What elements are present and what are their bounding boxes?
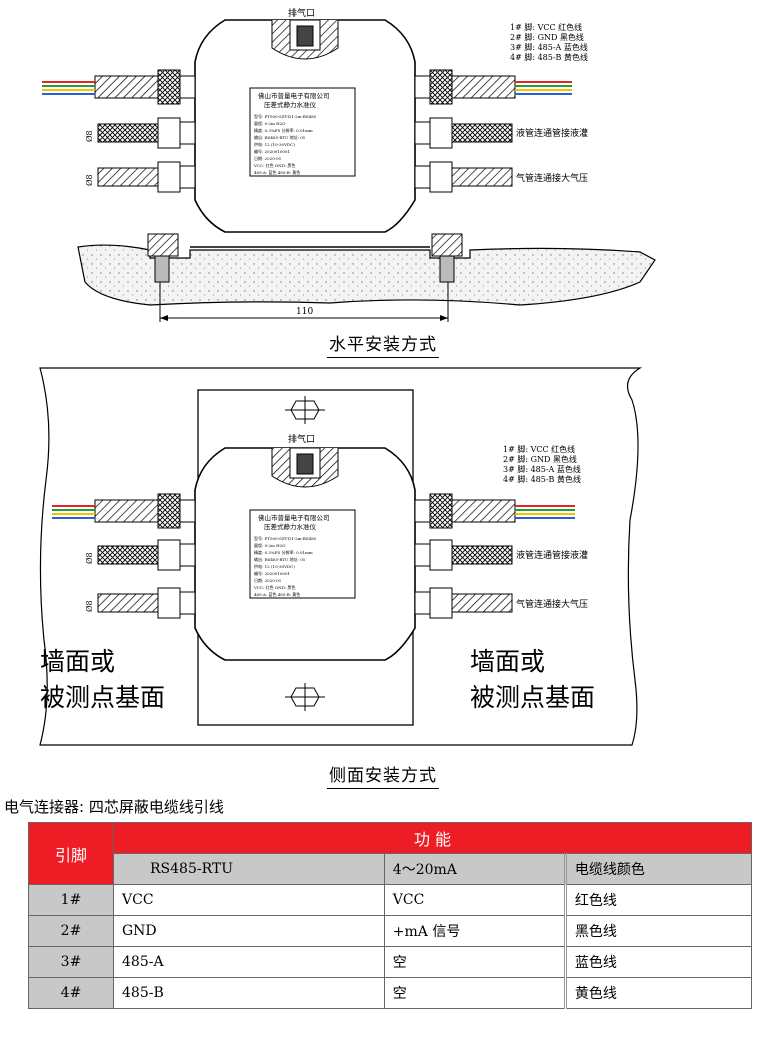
subheader-ma: 4～20mA [383, 853, 566, 885]
header-pin: 引脚 [28, 822, 114, 885]
svg-text:压差式静力水准仪: 压差式静力水准仪 [264, 100, 317, 109]
pipe-diameter-1: Ø8 [85, 130, 94, 142]
pipe-diameter-side-1: Ø8 [85, 552, 94, 564]
svg-text:精度: 0.3%FS 分辨率: 0.01mm: 精度: 0.3%FS 分辨率: 0.01mm [254, 549, 313, 555]
svg-text:输出: RS485-RTU 地址: 01: 输出: RS485-RTU 地址: 01 [254, 556, 305, 562]
ma-cell: +mA 信号 [383, 915, 566, 947]
pin-note-side-2: 2# 脚: GND 黑色线 [503, 454, 577, 464]
side-install-view: 排气口 佛山市普量电子有限公司 压差式静力水准仪 型号: PT500-SZT-D… [39, 367, 643, 746]
pin-note-side-3: 3# 脚: 485-A 蓝色线 [503, 464, 581, 474]
svg-text:供电: 12 (10-30VDC): 供电: 12 (10-30VDC) [254, 563, 295, 569]
rs485-cell: 485-A [113, 946, 385, 978]
pin-cell: 4# [28, 977, 114, 1009]
cable-gland-left [94, 69, 196, 105]
horizontal-install-view: 110 排气口 佛山市普量电子有限公司 压差式静力水准仪 型号: PT500-S… [42, 7, 656, 322]
connector-title: 电气连接器: 四芯屏蔽电缆线引线 [4, 798, 224, 816]
svg-text:量程: 0-2m H2O: 量程: 0-2m H2O [254, 542, 286, 548]
liquid-pipe-label: 液管连通管接液灌 [516, 127, 588, 139]
liquid-pipe-label-side: 液管连通管接液灌 [516, 549, 588, 561]
ma-cell: 空 [383, 977, 566, 1009]
pin-note-3: 3# 脚: 485-A 蓝色线 [510, 42, 588, 52]
svg-text:型号: PT500-SZT-D1-2m-RS485: 型号: PT500-SZT-D1-2m-RS485 [254, 535, 317, 541]
pin-note-side-4: 4# 脚: 485-B 黄色线 [503, 474, 581, 484]
ma-cell: VCC [383, 884, 566, 916]
gas-pipe-fitting [97, 161, 513, 193]
pin-note-side-1: 1# 脚: VCC 红色线 [503, 444, 575, 454]
table-row: 2# GND +mA 信号 黑色线 [28, 915, 753, 947]
svg-text:485-A: 蓝色 485-B: 黄色: 485-A: 蓝色 485-B: 黄色 [254, 591, 300, 597]
pipe-fittings-side [97, 539, 513, 619]
pin-note-4: 4# 脚: 485-B 黄色线 [510, 52, 588, 62]
cable-gland-right-side [414, 493, 575, 529]
table-row: 1# VCC VCC 红色线 [28, 884, 753, 916]
subheader-cable-color: 电缆线颜色 [563, 853, 753, 885]
table-row: 3# 485-A 空 蓝色线 [28, 946, 753, 978]
exhaust-port-side [271, 447, 339, 488]
pipe-diameter-2: Ø8 [85, 174, 94, 186]
svg-text:供电: 12 (10-30VDC): 供电: 12 (10-30VDC) [254, 141, 295, 147]
pin-function-table: 引脚 功 能 RS485-RTU 4～20mA 电缆线颜色 1# VCC VCC… [28, 822, 753, 1009]
exhaust-port [271, 19, 339, 60]
svg-text:型号: PT500-SZT-D1-2m-RS485: 型号: PT500-SZT-D1-2m-RS485 [254, 113, 317, 119]
ground-base [77, 244, 656, 306]
plate-bolt-bottom [285, 683, 325, 711]
subheader-rs485: RS485-RTU [113, 853, 385, 885]
header-function: 功 能 [113, 822, 752, 854]
label-plate-side: 佛山市普量电子有限公司 压差式静力水准仪 型号: PT500-SZT-D1-2m… [249, 509, 356, 599]
pipe-diameter-side-2: Ø8 [85, 600, 94, 612]
exhaust-label-side: 排气口 [288, 433, 315, 445]
color-cell: 蓝色线 [563, 946, 753, 978]
pin-cell: 2# [28, 915, 114, 947]
color-cell: 红色线 [563, 884, 753, 916]
table-row: 4# 485-B 空 黄色线 [28, 977, 753, 1009]
wall-label-left: 墙面或 被测点基面 [40, 647, 166, 712]
pin-cell: 3# [28, 946, 114, 978]
cable-wires-left [42, 81, 95, 95]
svg-text:VCC: 红色 GND: 黑色: VCC: 红色 GND: 黑色 [253, 584, 295, 590]
dimension-value: 110 [296, 307, 313, 317]
pin-note-1: 1# 脚: VCC 红色线 [510, 22, 582, 32]
label-plate: 佛山市普量电子有限公司 压差式静力水准仪 型号: PT500-SZT-D1-2m… [249, 87, 356, 177]
svg-text:编号: 2020010001: 编号: 2020010001 [254, 148, 290, 154]
svg-text:压差式静力水准仪: 压差式静力水准仪 [264, 522, 317, 531]
svg-text:输出: RS485-RTU 地址: 01: 输出: RS485-RTU 地址: 01 [254, 134, 305, 140]
wall-label-right: 墙面或 被测点基面 [470, 647, 596, 712]
color-cell: 黄色线 [563, 977, 753, 1009]
svg-text:日期: 2020-01: 日期: 2020-01 [254, 577, 281, 583]
rs485-cell: 485-B [113, 977, 385, 1009]
svg-text:量程: 0-2m H2O: 量程: 0-2m H2O [254, 120, 286, 126]
svg-text:精度: 0.3%FS 分辨率: 0.01mm: 精度: 0.3%FS 分辨率: 0.01mm [254, 127, 313, 133]
liquid-pipe-fitting [97, 117, 513, 149]
exhaust-label: 排气口 [288, 7, 315, 19]
svg-text:编号: 2020010001: 编号: 2020010001 [254, 570, 290, 576]
gas-pipe-label: 气管连通接大气压 [516, 172, 588, 184]
rs485-cell: VCC [113, 884, 385, 916]
anchor-bolt-right [431, 233, 463, 283]
pin-note-2: 2# 脚: GND 黑色线 [510, 32, 584, 42]
cable-gland-right [414, 69, 572, 105]
plate-bolt-top [285, 396, 325, 424]
gas-pipe-label-side: 气管连通接大气压 [516, 598, 588, 610]
color-cell: 黑色线 [563, 915, 753, 947]
svg-text:佛山市普量电子有限公司: 佛山市普量电子有限公司 [258, 513, 330, 522]
pin-cell: 1# [28, 884, 114, 916]
caption-horizontal-install: 水平安装方式 [0, 330, 766, 358]
ma-cell: 空 [383, 946, 566, 978]
svg-text:佛山市普量电子有限公司: 佛山市普量电子有限公司 [258, 91, 330, 100]
svg-text:日期: 2020-01: 日期: 2020-01 [254, 155, 281, 161]
cable-gland-left-side [52, 493, 196, 529]
anchor-bolt-left [147, 233, 179, 283]
caption-side-install: 侧面安装方式 [0, 761, 766, 789]
rs485-cell: GND [113, 915, 385, 947]
svg-text:485-A: 蓝色 485-B: 黄色: 485-A: 蓝色 485-B: 黄色 [254, 169, 300, 175]
svg-text:VCC: 红色 GND: 黑色: VCC: 红色 GND: 黑色 [253, 162, 295, 168]
